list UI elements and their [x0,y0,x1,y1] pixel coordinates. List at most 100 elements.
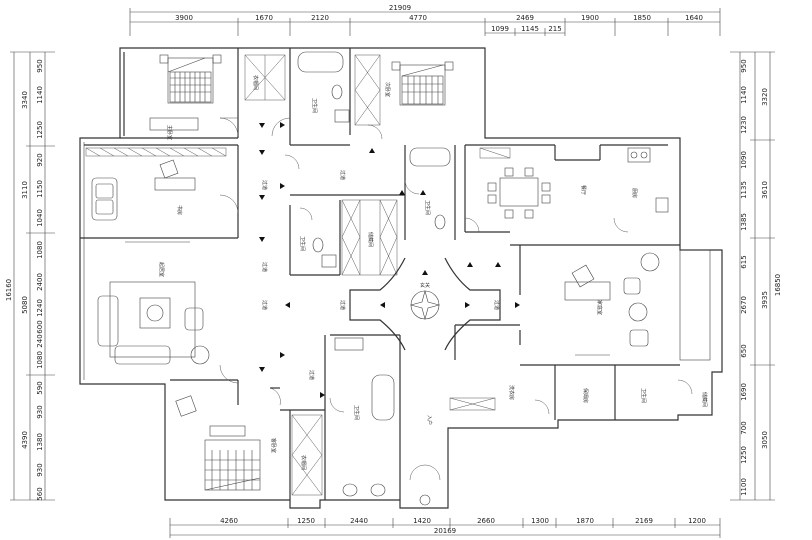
armchair-icon [184,307,204,331]
dim-right-seg: 615 [740,255,748,268]
dim-left-seg: 1240 [36,299,44,317]
sofa-icon [97,295,119,347]
dim-left-seg: 1140 [36,86,44,104]
arrow-icon [285,302,290,308]
toilet-icon [342,483,358,497]
room-label-living-room: 起居室 [158,262,165,277]
room-label-master-bath-2: 卫生间 [424,200,431,215]
toilet-icon [312,237,324,253]
room-labels: 主卧室 衣帽间 卫生间 次卧室 书房 过道 过道 过道 过道 过道 过道 过道 … [158,75,708,470]
dim-left-seg: 930 [36,405,44,418]
dim-right-seg: 1100 [740,478,748,496]
dim-left-seg: 920 [36,153,44,166]
arrow-icon [380,302,385,308]
sink-icon [655,197,669,213]
dim-bottom-seg: 2440 [350,517,368,525]
dim-left-group: 3340 [21,91,29,109]
arrow-icon [420,190,426,195]
room-label-storage-2: 储藏间 [701,392,708,407]
entry-mat [419,494,431,506]
arrow-icon [280,183,285,189]
sofa-icon [91,177,118,221]
rug [109,281,196,358]
dim-top-sub: 1099 [491,25,509,33]
dim-right-seg: 950 [740,59,748,72]
coffee-table-icon [139,297,171,329]
arrow-icon [259,367,265,372]
dim-left-group: 5080 [21,296,29,314]
dresser [149,117,199,131]
room-label-foyer: 玄关 [420,282,430,289]
dim-right-seg: 1230 [740,116,748,134]
plant-icon [640,252,660,272]
dim-left-group: 3110 [21,181,29,199]
dim-top-seg: 4770 [409,14,427,22]
room-label-corridor: 过道 [261,180,268,190]
dim-top-seg: 1640 [685,14,703,22]
stove-icon [627,147,651,163]
dim-top-total: 21909 [389,4,411,12]
room-label-guest-bath-2: 卫生间 [353,405,360,420]
dim-bottom-seg: 1420 [413,517,431,525]
sink-icon [334,109,350,123]
dim-bottom-seg: 1200 [688,517,706,525]
room-label-family-room: 家庭室 [596,300,603,315]
right-dimension-chain: 16850 3320 3610 3935 3050 950 1140 1230 … [730,51,782,501]
dim-left-seg: 240 [36,334,44,347]
dim-right-total: 16850 [774,274,782,296]
dim-top-seg: 2120 [311,14,329,22]
desk-icon [209,425,246,437]
dim-right-group: 3320 [761,88,769,106]
sink-icon [334,337,364,351]
toilet-icon [370,483,386,497]
room-label-second-bedroom: 次卧室 [384,82,391,97]
sink-icon [321,254,337,268]
dim-right-seg: 1135 [740,181,748,199]
master-bed-icon [159,54,222,104]
desk-icon [154,177,196,191]
room-label-kitchen: 厨房 [631,188,638,198]
circulation-arrows [259,122,520,398]
dim-top-sub: 215 [548,25,561,33]
arrow-icon [515,302,520,308]
wardrobe-hatching [85,54,511,496]
room-label-corridor: 过道 [493,300,500,310]
dim-top-seg: 3900 [175,14,193,22]
room-label-cloakroom-2: 衣帽间 [300,455,307,470]
room-label-entry: 入户 [426,415,433,425]
room-label-corridor: 过道 [261,300,268,310]
armchair-icon [629,329,649,347]
dim-right-seg: 1250 [740,446,748,464]
dim-right-seg: 700 [740,421,748,434]
arrow-icon [422,270,428,275]
arrow-icon [369,148,375,153]
room-label-corridor: 过道 [261,262,268,272]
guest-bed-icon [204,439,261,491]
chair-icon [175,395,197,417]
dim-left-seg: 590 [36,381,44,394]
dim-top-seg: 1900 [581,14,599,22]
arrow-icon [259,237,265,242]
room-label-corridor: 过道 [308,370,315,380]
dim-left-seg: 560 [36,487,44,500]
room-label-dining-room: 餐厅 [580,185,587,195]
room-label-storage: 储藏间 [367,232,374,247]
arrow-icon [467,262,473,267]
room-label-master-bedroom: 主卧室 [166,125,173,140]
dim-top-seg: 1850 [633,14,651,22]
dim-right-seg: 1090 [740,151,748,169]
doors [219,117,693,481]
arrow-icon [495,262,501,267]
dim-left-seg: 1080 [36,241,44,259]
arrow-icon [465,302,470,308]
toilet-icon [331,84,343,100]
dim-right-seg: 1690 [740,383,748,401]
left-dimension-chain: 16160 3340 3110 5080 4390 950 1140 1250 … [5,51,55,501]
top-dimension-chain: 21909 3900 1670 2120 4770 2469 1900 1850… [129,4,721,36]
balcony [679,249,711,361]
room-label-guest-bath: 卫生间 [299,236,306,251]
dim-left-seg: 1040 [36,209,44,227]
bathtub-icon [297,51,344,73]
bottom-dimension-chain: 4260 1250 2440 1420 2660 1300 1870 2169 … [169,517,721,538]
